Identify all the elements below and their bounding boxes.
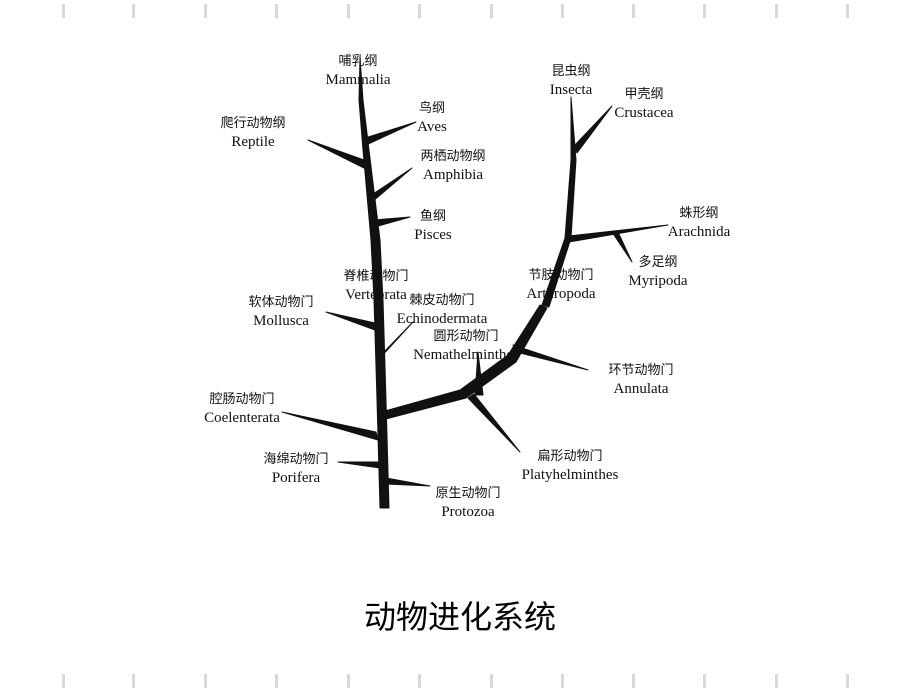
- taxon-label-arachnida: 蛛形纲 Arachnida: [661, 204, 737, 242]
- branch-aves: [364, 121, 417, 146]
- en-name: Amphibia: [423, 167, 483, 183]
- taxon-label-aves: 鸟纲 Aves: [402, 99, 462, 137]
- branch-mollusca: [325, 311, 376, 331]
- branch-crustacea: [573, 105, 613, 154]
- taxon-label-platyhelminthes: 扁形动物门 Platyhelminthes: [508, 447, 632, 485]
- taxon-label-crustacea: 甲壳纲 Crustacea: [606, 85, 682, 123]
- arthropod-stem: [381, 304, 548, 421]
- cn-name: 圆形动物门: [433, 329, 499, 344]
- en-name: Porifera: [271, 470, 321, 486]
- branch-pisces: [373, 216, 411, 228]
- branch-amphibia: [369, 167, 413, 203]
- cn-name: 两栖动物纲: [420, 149, 486, 164]
- taxon-label-annulata: 环节动物门 Annulata: [591, 361, 691, 399]
- cn-name: 海绵动物门: [263, 452, 329, 467]
- cn-name: 环节动物门: [608, 363, 674, 378]
- diagram-caption: 动物进化系统: [363, 598, 556, 636]
- taxon-label-pisces: 鱼纲 Pisces: [403, 207, 463, 245]
- cn-name: 节肢动物门: [528, 268, 594, 283]
- branch-nemathelminthes: [474, 351, 484, 396]
- en-name: Annulata: [613, 381, 669, 397]
- taxon-label-coelenterata: 腔肠动物门 Coelenterata: [196, 390, 288, 428]
- cn-name: 昆虫纲: [551, 64, 591, 79]
- cn-name: 棘皮动物门: [409, 293, 475, 308]
- cn-name: 蛛形纲: [679, 206, 719, 221]
- en-name: Mammalia: [325, 72, 391, 88]
- cn-name: 原生动物门: [435, 486, 501, 501]
- branch-porifera: [337, 461, 381, 469]
- en-name: Crustacea: [614, 105, 674, 121]
- branch-reptile: [307, 139, 365, 169]
- cn-name: 软体动物门: [248, 295, 314, 310]
- en-name: Platyhelminthes: [521, 467, 619, 483]
- taxon-label-insecta: 昆虫纲 Insecta: [538, 62, 604, 100]
- taxon-label-myripoda: 多足纲 Myripoda: [620, 253, 696, 291]
- en-name: Arthropoda: [526, 286, 596, 302]
- en-name: Echinodermata: [396, 311, 488, 327]
- cn-name: 鸟纲: [418, 101, 445, 116]
- branch-echinodermata: [379, 321, 414, 359]
- branch-annulata: [512, 344, 589, 371]
- branch-platyhelminthes: [467, 393, 521, 453]
- en-name: Pisces: [414, 227, 452, 243]
- taxon-label-vertebrata: 脊椎动物门 Vertebrata: [331, 267, 421, 305]
- en-name: Nemathelminthes: [413, 347, 519, 363]
- taxon-label-echinodermata: 棘皮动物门 Echinodermata: [387, 291, 497, 329]
- cn-name: 扁形动物门: [537, 449, 603, 464]
- branch-protozoa: [385, 477, 431, 487]
- en-name: Myripoda: [628, 273, 688, 289]
- en-name: Protozoa: [441, 504, 495, 520]
- bottom-tick-border: [0, 674, 920, 688]
- taxon-label-arthropoda: 节肢动物门 Arthropoda: [511, 266, 611, 304]
- cn-name: 哺乳纲: [338, 54, 378, 69]
- cn-name: 脊椎动物门: [343, 269, 409, 284]
- en-name: Reptile: [231, 134, 275, 150]
- branch-coelenterata: [281, 411, 379, 441]
- cn-name: 甲壳纲: [624, 87, 664, 102]
- en-name: Insecta: [549, 82, 593, 98]
- taxon-label-protozoa: 原生动物门 Protozoa: [423, 484, 513, 522]
- taxon-label-porifera: 海绵动物门 Porifera: [251, 450, 341, 488]
- en-name: Coelenterata: [204, 410, 280, 426]
- cn-name: 爬行动物纲: [220, 116, 286, 131]
- branch-mammalia: [358, 56, 364, 101]
- taxon-label-reptile: 爬行动物纲 Reptile: [208, 114, 298, 152]
- branch-myripoda: [611, 231, 633, 263]
- taxon-label-mollusca: 软体动物门 Mollusca: [236, 293, 326, 331]
- taxon-label-mammalia: 哺乳纲 Mammalia: [318, 52, 398, 90]
- top-tick-border: [0, 4, 920, 18]
- taxon-label-amphibia: 两栖动物纲 Amphibia: [408, 147, 498, 185]
- cn-name: 多足纲: [638, 255, 678, 270]
- en-name: Aves: [417, 119, 447, 135]
- taxon-label-nemathelminthes: 圆形动物门 Nemathelminthes: [406, 327, 526, 365]
- en-name: Mollusca: [253, 313, 309, 329]
- branch-insecta: [570, 96, 577, 161]
- cn-name: 鱼纲: [419, 209, 446, 224]
- vertebrate-stem: [358, 99, 381, 241]
- cn-name: 腔肠动物门: [209, 392, 275, 407]
- en-name: Arachnida: [667, 224, 731, 240]
- en-name: Vertebrata: [345, 287, 407, 303]
